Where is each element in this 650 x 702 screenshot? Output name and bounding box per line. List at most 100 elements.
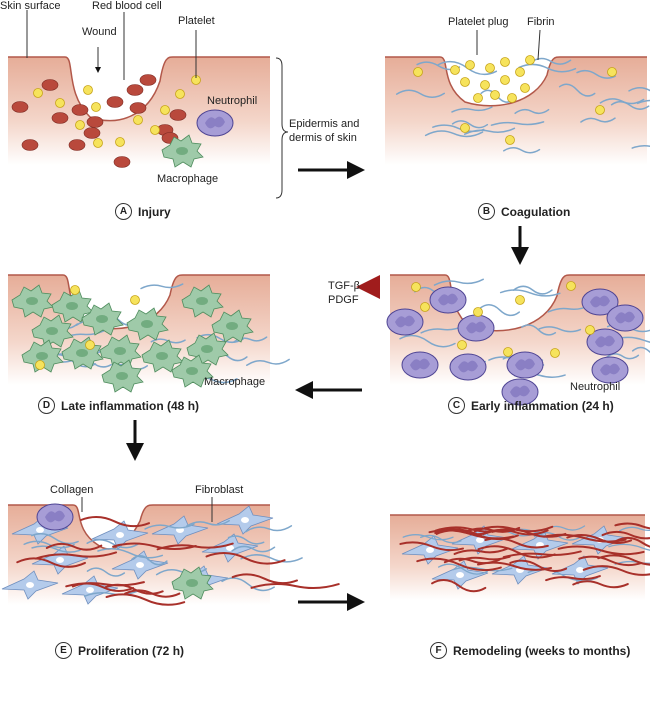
fibrin-strand (246, 358, 290, 367)
red-blood-cell (41, 79, 59, 91)
label-neutrophil-c: Neutrophil (570, 381, 621, 393)
label-macrophage-d: Macrophage (204, 376, 266, 388)
panel-title: Proliferation (72 h) (78, 643, 185, 658)
fibrin-strand (631, 144, 650, 149)
fibrin-strand (144, 523, 195, 530)
platelet (55, 98, 65, 108)
fibrin-strand (140, 283, 184, 290)
platelet (490, 90, 500, 100)
neutrophil-nucleus (438, 293, 458, 306)
platelet (473, 93, 483, 103)
fibrin-strand (402, 534, 454, 541)
platelet (35, 360, 45, 370)
fibrin-strand (530, 57, 572, 65)
neutrophil-nucleus (205, 116, 225, 129)
collagen-fiber (557, 545, 645, 556)
fibrin-strand (538, 326, 582, 333)
macrophage-nucleus (201, 345, 213, 353)
panel-letter: B (478, 203, 495, 220)
fibrin-strand (521, 324, 557, 336)
platelet (550, 348, 560, 358)
platelet (595, 105, 605, 115)
caption-d: D Late inflammation (48 h) (38, 397, 199, 414)
neutrophil-nucleus (590, 295, 610, 308)
fibrin-strand (131, 555, 168, 566)
platelet (500, 57, 510, 67)
platelet (607, 67, 617, 77)
panel-title: Coagulation (501, 204, 571, 219)
label-macrophage-a: Macrophage (157, 173, 219, 185)
panel-title: Injury (138, 204, 171, 219)
fibroblast-nucleus (476, 537, 484, 543)
platelet (130, 295, 140, 305)
panel-title: Late inflammation (48 h) (61, 398, 200, 413)
platelet (460, 77, 470, 87)
macrophage-nucleus (96, 315, 108, 323)
fibroblast-nucleus (426, 547, 434, 553)
platelet (525, 55, 535, 65)
macrophage-nucleus (114, 347, 126, 355)
platelet (566, 281, 576, 291)
collagen-fiber (112, 542, 197, 551)
red-blood-cell (169, 109, 187, 121)
skin-surface-line (8, 56, 270, 122)
platelet (70, 285, 80, 295)
fibroblast-nucleus (576, 567, 584, 573)
macrophage-nucleus (66, 302, 78, 310)
neutrophil-nucleus (595, 335, 615, 348)
platelet (91, 102, 101, 112)
label-collagen: Collagen (50, 484, 94, 496)
fibroblast-nucleus (86, 587, 94, 593)
red-blood-cell (86, 116, 104, 128)
fibrin-strand (196, 333, 244, 344)
red-blood-cell (68, 139, 86, 151)
fibroblast-nucleus (136, 562, 144, 568)
fibrin-strand (558, 83, 596, 97)
fibrin-strand (31, 545, 81, 553)
fibrin-strand (86, 539, 139, 549)
macrophage-nucleus (46, 327, 58, 335)
neutrophil-nucleus (466, 321, 486, 334)
platelet (420, 302, 430, 312)
platelet (115, 137, 125, 147)
collagen-fiber (104, 583, 164, 595)
red-blood-cell (83, 127, 101, 139)
neutrophil-nucleus (410, 358, 430, 371)
panel-letter: C (448, 397, 465, 414)
fibrin-strand (512, 285, 553, 295)
collagen-fiber (578, 555, 643, 567)
platelet (460, 123, 470, 133)
collagen-fiber (458, 555, 511, 562)
panel-letter: F (430, 642, 447, 659)
neutrophil-nucleus (45, 510, 65, 523)
macrophage-nucleus (156, 352, 168, 360)
fibroblast-nucleus (226, 545, 234, 551)
platelet (93, 138, 103, 148)
fibrin-strand (231, 545, 276, 553)
collagen-fiber (45, 542, 103, 551)
collagen-fiber (231, 573, 298, 585)
platelet (160, 105, 170, 115)
label-fibrin: Fibrin (527, 16, 555, 28)
platelet (465, 60, 475, 70)
red-blood-cell (106, 96, 124, 108)
red-blood-cell (21, 139, 39, 151)
fibroblast-nucleus (26, 582, 34, 588)
platelet (75, 120, 85, 130)
fibrin-strand (424, 130, 484, 138)
fibroblast-nucleus (36, 527, 44, 533)
fibroblast-nucleus (456, 572, 464, 578)
label-fibroblast: Fibroblast (195, 484, 244, 496)
platelet (175, 89, 185, 99)
fibrin-strand (432, 124, 485, 133)
label-tgf-beta: TGF-β (328, 280, 360, 292)
panel-letter: D (38, 397, 55, 414)
macrophage-nucleus (226, 322, 238, 330)
platelet (457, 340, 467, 350)
fibrin-strand (23, 540, 75, 549)
collagen-fiber (509, 559, 568, 573)
collagen-fiber (65, 581, 145, 588)
fibrin-strand (636, 99, 650, 105)
